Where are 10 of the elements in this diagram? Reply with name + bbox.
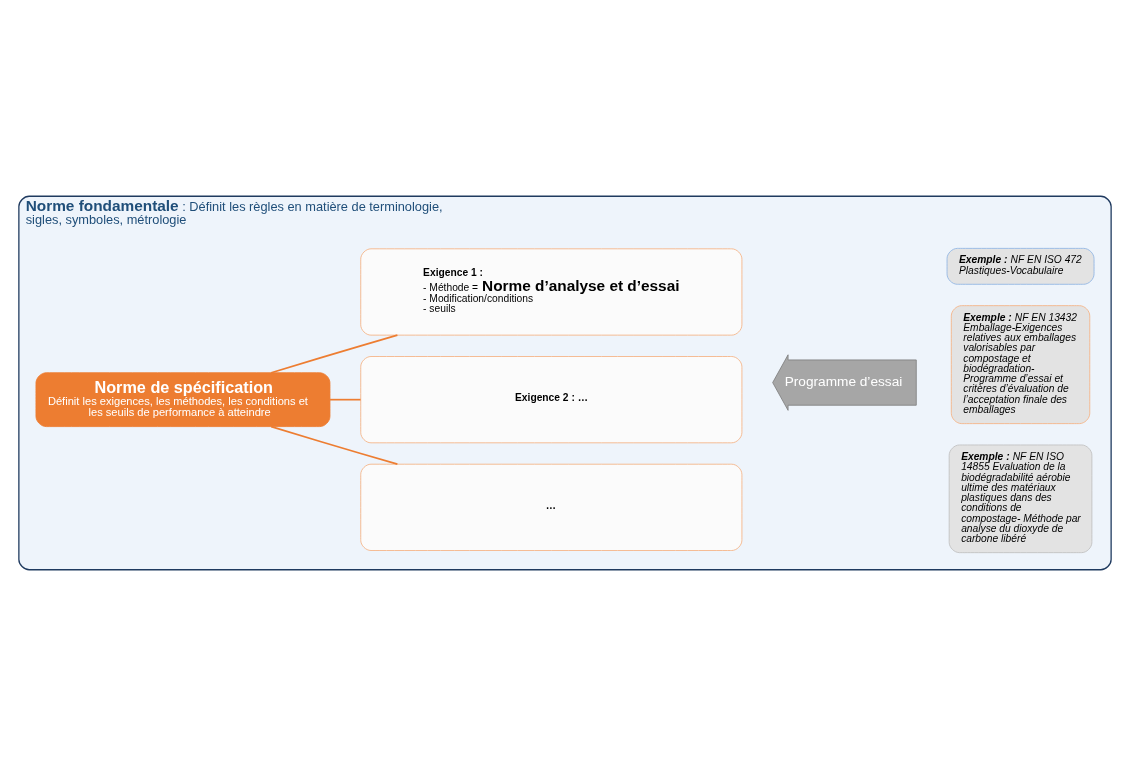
connector: [270, 334, 399, 374]
node-box: …: [360, 463, 743, 551]
node-box: Exemple : NF EN ISO 472 Plastiques-Vocabulaire: [946, 247, 1095, 285]
connector: [270, 425, 399, 466]
node-box: Exemple : NF EN ISO 14855 Evaluation de la biodégradabilité aérobie ultime des matériaux plastiques dans des conditions de compostage- Méthode par analyse du dioxyde de carbone libéré: [948, 444, 1093, 554]
node-box: Norme de spécification Définit les exigences, les méthodes, les conditions et les seuils de performance à atteindre: [35, 372, 331, 427]
connector: [329, 398, 362, 401]
node-box: Exigence 1 : - Méthode = Norme d’analyse et d’essai - Modification/conditions - seuils: [360, 248, 743, 336]
node-box: Exemple : NF EN 13432 Emballage-Exigences relatives aux emballages valorisables par compostage et biodégradation- Programme d’essai et critères d’évaluation de l’acceptation finale des emballages: [950, 305, 1091, 425]
node-box: Exigence 2 : …: [360, 356, 743, 444]
